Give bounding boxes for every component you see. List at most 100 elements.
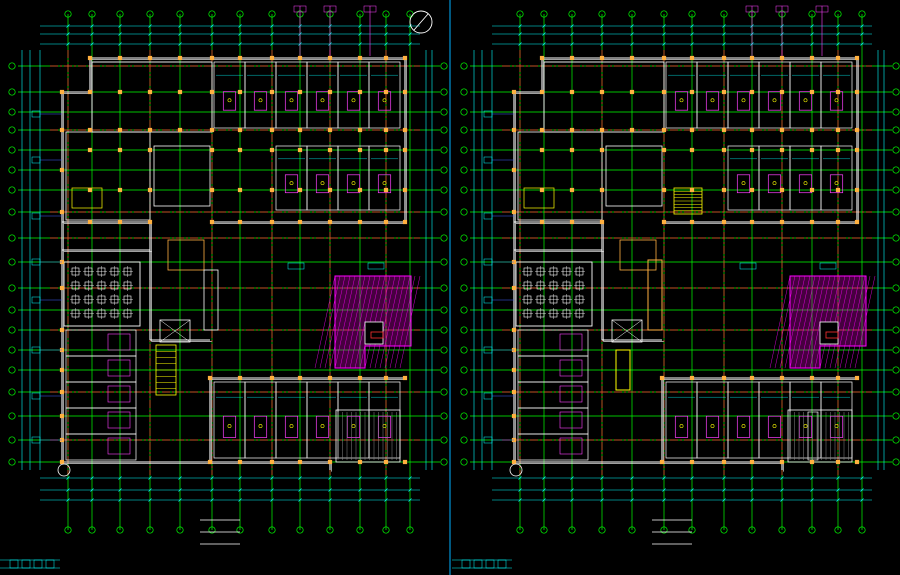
structural-column	[383, 55, 389, 61]
dimension-tick	[66, 32, 70, 36]
dimension-tick	[408, 32, 412, 36]
section-marker-icon	[57, 463, 71, 477]
structural-column	[402, 187, 408, 193]
structural-column	[629, 89, 635, 95]
dimension-tick	[836, 42, 840, 46]
dimension-tick	[210, 32, 214, 36]
structural-column	[147, 219, 153, 225]
legend-cell	[473, 559, 483, 569]
axis-bubble-icon	[460, 326, 468, 334]
bathroom-outline	[705, 415, 720, 438]
axis-bubble-icon	[8, 186, 16, 194]
dimension-tick	[690, 498, 694, 502]
dimension-tick	[860, 42, 864, 46]
axis-bubble-icon	[8, 234, 16, 242]
legend-cell	[461, 559, 471, 569]
axis-bubble-icon	[8, 258, 16, 266]
structural-column	[402, 219, 408, 225]
structural-column	[569, 89, 575, 95]
dimension-tick	[518, 498, 522, 502]
annotation-tag	[363, 5, 377, 13]
bathroom-outline	[736, 91, 751, 111]
annotation-tag	[293, 5, 307, 13]
bathroom-outline	[559, 333, 583, 351]
structural-column	[809, 219, 815, 225]
dimension-tick	[178, 498, 182, 502]
north-arrow-icon	[409, 10, 433, 34]
structural-column	[147, 187, 153, 193]
structural-column	[569, 219, 575, 225]
dimension-tick	[810, 24, 814, 28]
bathroom-outline	[377, 174, 392, 194]
axis-bubble-icon	[892, 366, 900, 374]
structural-column	[511, 459, 517, 465]
bathroom-outline	[284, 91, 299, 111]
dimension-tick	[408, 476, 412, 480]
axis-bubble-icon	[892, 208, 900, 216]
axis-bubble-icon	[208, 526, 216, 534]
structural-column	[269, 127, 275, 133]
axis-bubble-icon	[892, 326, 900, 334]
annotation-tag	[483, 296, 493, 304]
structural-column	[237, 147, 243, 153]
dimension-tick	[328, 476, 332, 480]
dimension-tick	[270, 42, 274, 46]
structural-column	[147, 55, 153, 61]
structural-column	[539, 219, 545, 225]
axis-bubble-icon	[540, 526, 548, 534]
structural-column	[599, 147, 605, 153]
structural-column	[209, 187, 215, 193]
axis-bubble-icon	[406, 526, 414, 534]
toilet-fixture	[803, 181, 808, 186]
dimension-tick	[384, 32, 388, 36]
structural-column	[59, 413, 65, 419]
structural-column	[854, 89, 860, 95]
structural-column	[402, 459, 408, 465]
structural-column	[87, 89, 93, 95]
dimension-tick	[600, 32, 604, 36]
axis-bubble-icon	[460, 208, 468, 216]
hatch-line	[394, 275, 416, 369]
axis-bubble-icon	[440, 326, 448, 334]
structural-column	[835, 375, 841, 381]
hatch-line	[314, 275, 336, 369]
hatch-line	[794, 275, 816, 369]
annotation-tag	[323, 5, 337, 13]
structural-column	[357, 375, 363, 381]
axis-bubble-icon	[460, 458, 468, 466]
structural-column	[661, 187, 667, 193]
structural-column	[629, 127, 635, 133]
dimension-tick	[270, 488, 274, 492]
service-room	[65, 131, 151, 221]
structural-column	[147, 127, 153, 133]
axis-bubble-icon	[892, 186, 900, 194]
hatch-line	[844, 275, 866, 369]
toilet-fixture	[772, 98, 777, 103]
axis-bubble-icon	[208, 10, 216, 18]
dimension-tick	[662, 24, 666, 28]
dimension-tick	[148, 32, 152, 36]
axis-bubble-icon	[892, 62, 900, 70]
structural-column	[749, 459, 755, 465]
bathroom-outline	[315, 91, 330, 111]
hatch-line	[389, 275, 411, 369]
annotation-tag	[367, 262, 385, 270]
dimension-tick	[118, 488, 122, 492]
axis-bubble-icon	[382, 10, 390, 18]
structural-column	[297, 127, 303, 133]
annotation-tag	[31, 258, 41, 266]
annotation-tag	[31, 212, 41, 220]
structural-column	[209, 55, 215, 61]
dimension-tick	[662, 476, 666, 480]
structural-column	[835, 55, 841, 61]
hatch-line	[329, 275, 351, 369]
toilet-fixture	[803, 98, 808, 103]
hatch-line	[399, 275, 421, 369]
toilet-fixture	[289, 181, 294, 186]
dimension-tick	[148, 488, 152, 492]
dining-hall	[515, 261, 593, 327]
structural-column	[835, 219, 841, 225]
structural-column	[721, 55, 727, 61]
structural-column	[357, 219, 363, 225]
toilet-fixture	[258, 424, 263, 428]
